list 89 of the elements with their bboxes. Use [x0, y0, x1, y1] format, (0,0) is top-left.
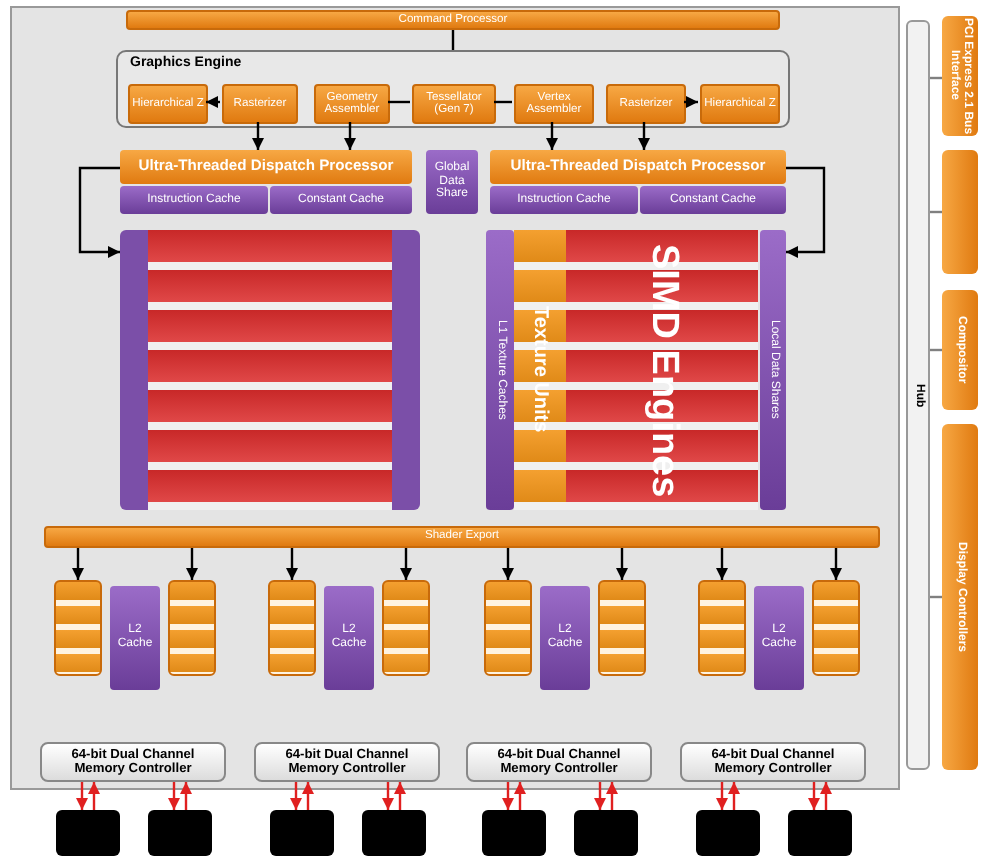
cache-block [540, 586, 590, 690]
arrow [684, 96, 698, 108]
arrow [830, 548, 842, 580]
arrow [382, 782, 394, 810]
share-block [426, 150, 478, 214]
arrow [502, 548, 514, 580]
arrow [594, 782, 606, 810]
connector-line [494, 100, 512, 104]
unit-block [606, 84, 686, 124]
memory-chip [696, 810, 760, 856]
connector-line [930, 76, 942, 80]
unit-block [128, 84, 208, 124]
display-controller-block [942, 424, 978, 770]
arrow [344, 122, 356, 150]
connector-line [930, 348, 942, 352]
arrow [728, 782, 740, 810]
unit-block [514, 84, 594, 124]
arrow [206, 96, 220, 108]
unit-block [314, 84, 390, 124]
memory-chip [482, 810, 546, 856]
processor-block [490, 150, 786, 184]
arrow [716, 782, 728, 810]
processor-block [126, 10, 780, 30]
arrow [252, 122, 264, 150]
connector-line [388, 100, 410, 104]
simd-array-block [120, 230, 420, 510]
arrow [76, 782, 88, 810]
memory-chip [56, 810, 120, 856]
arrow [606, 782, 618, 810]
controller-block [680, 742, 866, 782]
memory-chip [270, 810, 334, 856]
arrow [186, 548, 198, 580]
unit-block [700, 84, 780, 124]
arrow [72, 548, 84, 580]
backend-block [382, 580, 430, 676]
backend-block [698, 580, 746, 676]
cache-block [324, 586, 374, 690]
hub-bar [906, 20, 930, 770]
memory-chip [148, 810, 212, 856]
arrow [302, 782, 314, 810]
connector-line [930, 595, 942, 599]
cache-block [270, 186, 412, 214]
engine-panel [116, 50, 790, 128]
backend-block [812, 580, 860, 676]
unit-block [412, 84, 496, 124]
cache-column [486, 230, 514, 510]
arrow [808, 782, 820, 810]
data-share-column [760, 230, 786, 510]
backend-block [484, 580, 532, 676]
decoder-block [942, 150, 978, 274]
cache-block [490, 186, 638, 214]
arrow [502, 782, 514, 810]
arrow [88, 782, 100, 810]
memory-chip [574, 810, 638, 856]
backend-block [54, 580, 102, 676]
arrow [546, 122, 558, 150]
arrow [514, 782, 526, 810]
arrow [638, 122, 650, 150]
backend-block [168, 580, 216, 676]
arrow [290, 782, 302, 810]
simd-engine-array [566, 230, 758, 510]
arrow [820, 782, 832, 810]
connector-line [451, 30, 455, 50]
cache-block [110, 586, 160, 690]
arrow [786, 166, 826, 258]
memory-chip [362, 810, 426, 856]
arrow [400, 548, 412, 580]
arrow [180, 782, 192, 810]
connector-line [930, 210, 942, 214]
export-bar [44, 526, 880, 548]
processor-block [120, 150, 412, 184]
arrow [716, 548, 728, 580]
arrow [78, 166, 120, 258]
texture-unit-column [514, 230, 566, 510]
backend-block [598, 580, 646, 676]
cache-block [120, 186, 268, 214]
arrow [168, 782, 180, 810]
cache-block [754, 586, 804, 690]
arrow [286, 548, 298, 580]
controller-block [466, 742, 652, 782]
controller-block [40, 742, 226, 782]
arrow [616, 548, 628, 580]
backend-block [268, 580, 316, 676]
controller-block [254, 742, 440, 782]
compositor-block [942, 290, 978, 410]
unit-block [222, 84, 298, 124]
arrow [394, 782, 406, 810]
memory-chip [788, 810, 852, 856]
cache-block [640, 186, 786, 214]
